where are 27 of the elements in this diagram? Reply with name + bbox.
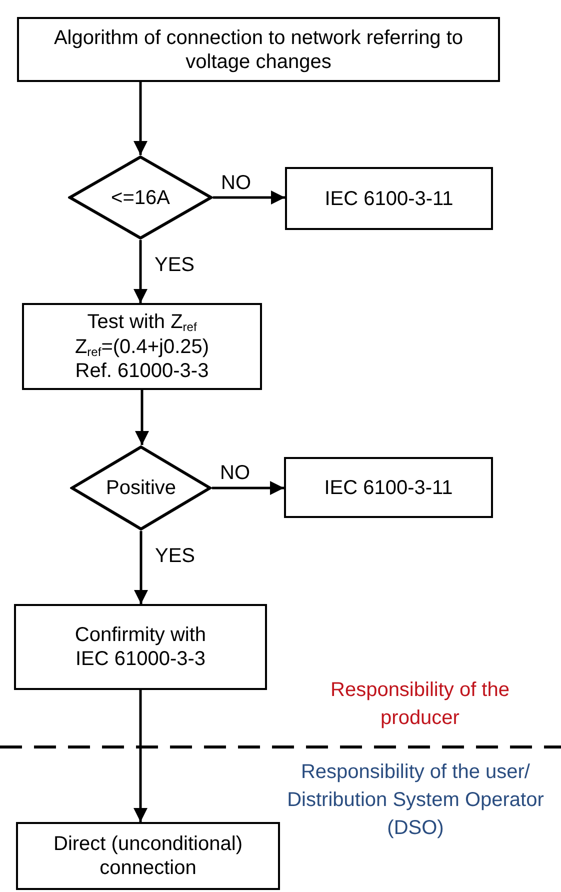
node-text: Direct (unconditional) connection: [52, 832, 244, 880]
arrow: [213, 190, 285, 204]
arrow: [134, 690, 148, 822]
arrow: [212, 481, 284, 495]
node-text: IEC 6100-3-11: [324, 186, 454, 210]
arrow: [135, 390, 149, 445]
node-text: Positive: [106, 476, 176, 500]
node-text: Z$_{ref}$=(0.4+j0.25): [74, 334, 210, 359]
decision-diamond: [70, 445, 212, 531]
node-text: <=16A: [111, 186, 170, 210]
process-box: [22, 303, 262, 390]
note-text: Responsibility of the user/ Distribution System Operator (DSO): [286, 760, 545, 841]
arrow: [134, 531, 148, 604]
arrow: [134, 240, 148, 303]
node-text: Ref. 61000-3-3: [75, 358, 209, 383]
process-box: [284, 457, 493, 518]
process-box: [285, 167, 493, 230]
decision-diamond: [68, 155, 213, 240]
process-box: [16, 822, 280, 890]
node-text: Confirmity with IEC 61000-3-3: [74, 623, 208, 671]
node-text: IEC 6100-3-11: [324, 476, 453, 500]
process-box: [14, 604, 267, 690]
note-text: Responsibility of the producer: [330, 678, 510, 731]
node-text: Algorithm of connection to network referring to voltage changes: [52, 26, 464, 74]
process-box: [17, 17, 500, 82]
node-text: Test with Z$_{ref}$: [87, 310, 197, 334]
arrow: [134, 82, 148, 155]
